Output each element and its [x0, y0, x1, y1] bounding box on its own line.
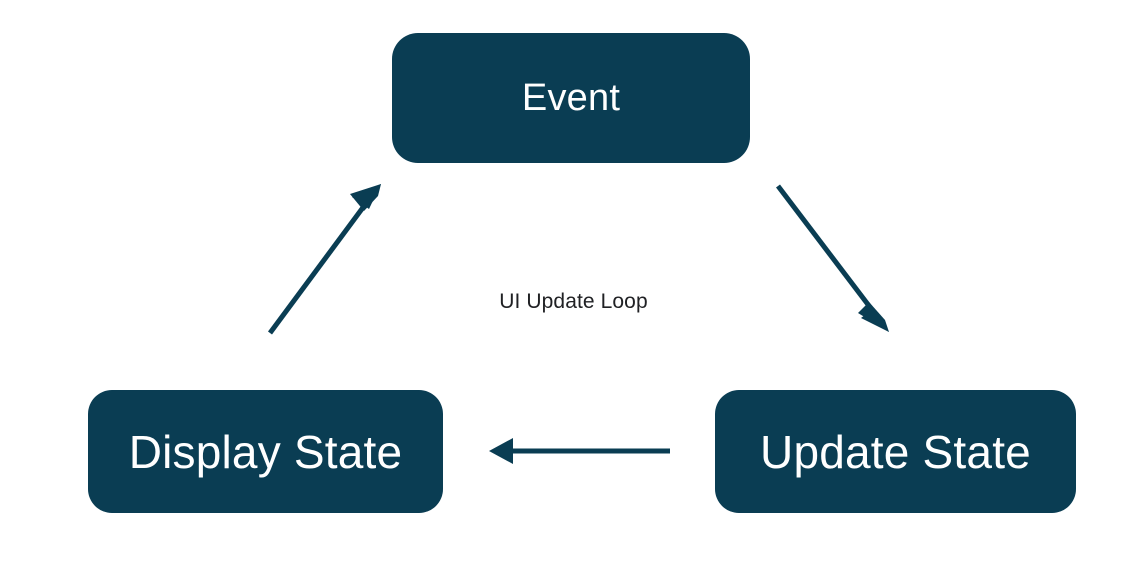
node-event-label: Event — [521, 77, 621, 119]
node-display-state-label: Display State — [128, 425, 403, 478]
arrow-display-state-to-event-head-fill — [350, 184, 381, 211]
node-display-state[interactable]: Display State — [88, 390, 443, 513]
arrow-update-state-to-display-state — [489, 438, 670, 464]
node-update-state-label: Update State — [760, 425, 1031, 478]
arrow-update-state-to-display-state-head — [489, 438, 513, 464]
diagram-center-caption: UI Update Loop — [499, 290, 648, 313]
arrow-display-state-to-event-head — [352, 184, 381, 209]
node-event[interactable]: Event — [392, 33, 750, 163]
node-update-state[interactable]: Update State — [715, 390, 1076, 513]
